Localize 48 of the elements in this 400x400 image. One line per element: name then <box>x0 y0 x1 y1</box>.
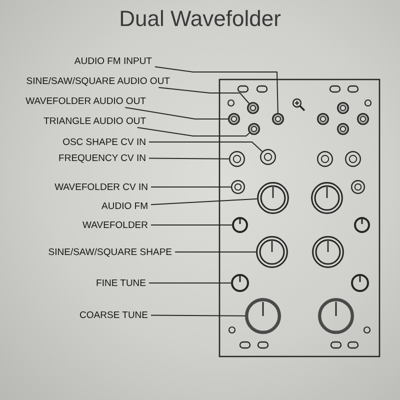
part-label: AUDIO FM <box>102 200 148 212</box>
jack-socket <box>317 151 333 167</box>
leader-line <box>150 198 258 206</box>
leader-line <box>150 186 232 188</box>
knob <box>351 274 369 292</box>
part-label: SINE/SAW/SQUARE SHAPE <box>48 246 172 258</box>
leader-line <box>136 127 250 136</box>
diagram-title: Dual Wavefolder <box>119 6 281 32</box>
jack-socket <box>229 151 245 167</box>
part-label: WAVEFOLDER CV IN <box>54 182 148 192</box>
part-label: TRIANGLE AUDIO OUT <box>44 116 146 126</box>
leader-line <box>154 66 278 114</box>
knob <box>245 298 281 334</box>
leader-line <box>150 224 232 226</box>
leader-line <box>158 87 250 104</box>
part-label: FINE TUNE <box>96 278 146 288</box>
leader-line <box>148 282 232 284</box>
knob <box>354 217 370 233</box>
jack-socket <box>357 113 369 125</box>
leader-line <box>148 142 263 152</box>
jack-socket <box>345 151 361 167</box>
part-label: SINE/SAW/SQUARE AUDIO OUT <box>26 76 170 86</box>
jack-socket <box>337 123 349 135</box>
knob <box>318 298 354 334</box>
jack-socket <box>228 113 240 125</box>
knob <box>311 182 343 214</box>
part-label: AUDIO FM INPUT <box>74 56 152 66</box>
part-label: OSC SHAPE CV IN <box>62 136 146 148</box>
part-label: COARSE TUNE <box>80 310 148 320</box>
jack-socket <box>337 102 349 114</box>
jack-socket <box>248 123 260 135</box>
leader-line <box>150 314 246 316</box>
knob <box>257 182 289 214</box>
leader-line <box>148 158 230 160</box>
knob <box>231 274 249 292</box>
jack-socket <box>351 180 365 194</box>
part-label: WAVEFOLDER AUDIO OUT <box>26 96 146 106</box>
knob <box>256 236 288 268</box>
jack-socket <box>247 102 259 114</box>
jack-socket <box>231 180 245 194</box>
jack-socket <box>260 149 276 165</box>
jack-socket <box>317 113 329 125</box>
jack-socket <box>272 113 284 125</box>
knob <box>232 217 248 233</box>
part-label: WAVEFOLDER <box>82 220 148 230</box>
leader-line <box>124 107 228 120</box>
knob <box>312 236 344 268</box>
part-label: FREQUENCY CV IN <box>58 152 146 164</box>
